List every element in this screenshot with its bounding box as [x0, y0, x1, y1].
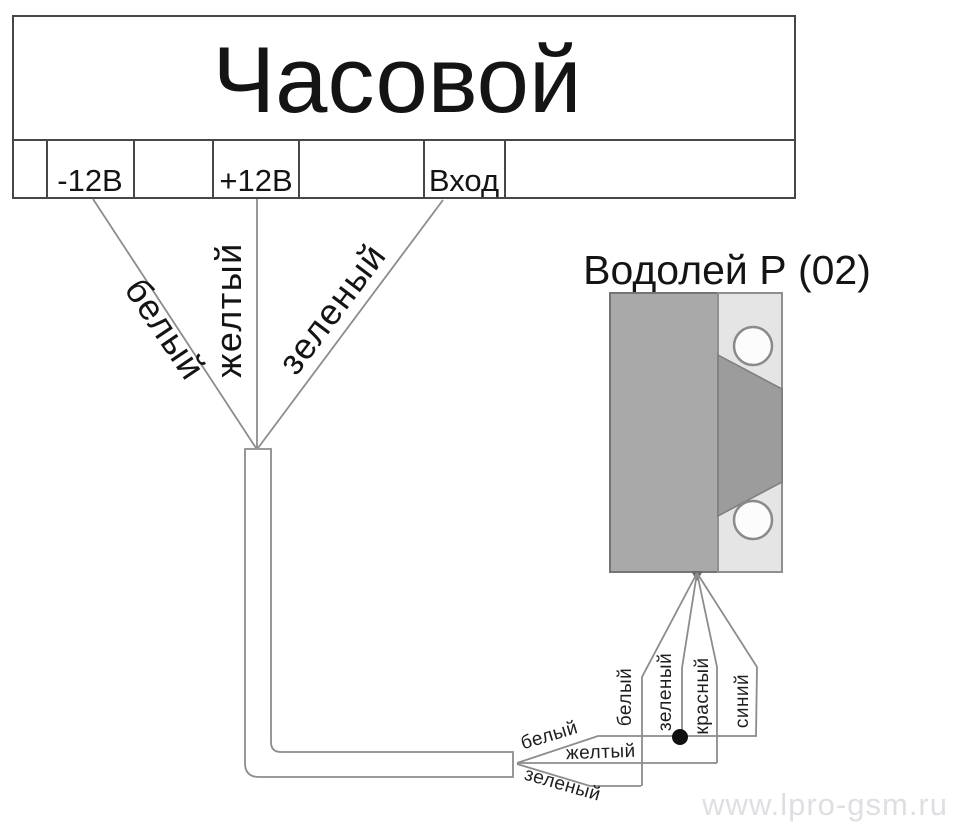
sensor-wire-blue [696, 572, 758, 737]
cable-wire-green [516, 763, 641, 787]
sensor-body [609, 292, 719, 573]
terminal-label-minus12: -12В [57, 163, 122, 198]
cable-wire-label-green: зеленый [522, 764, 603, 806]
sensor-wire-label-blue: синий [732, 674, 753, 728]
device-panel-box [12, 15, 796, 199]
terminal-box-plus12 [212, 139, 300, 199]
sensor-magnet-shape [717, 353, 783, 518]
sensor-title: Водолей Р (02) [583, 247, 871, 293]
sensor-screw-hole-bottom [732, 499, 774, 541]
sensor-wire-label-white: белый [615, 668, 636, 726]
terminal-label-input: Вход [429, 163, 499, 198]
panel-wire-label-green: зеленый [270, 235, 394, 381]
device-title: Часовой [213, 27, 582, 132]
sensor-screw-hole-top [732, 325, 774, 367]
terminal-label-plus12: +12В [219, 163, 292, 198]
cable-wire-label-yellow: желтый [566, 741, 636, 764]
sensor-wire-label-red: красный [692, 657, 713, 734]
junction-dot [672, 729, 688, 745]
terminal-box-input [423, 139, 506, 199]
sensor-wire-red [696, 572, 718, 763]
sensor-wire-green [681, 572, 698, 737]
panel-wire-label-yellow: желтый [208, 242, 249, 377]
cable-wire-white [516, 735, 757, 764]
watermark-text: www.lpro-gsm.ru [701, 787, 948, 822]
sensor-wire-white [641, 572, 698, 786]
panel-wire-label-white: белый [117, 270, 214, 387]
panel-wire-white [92, 198, 257, 449]
panel-wire-green [257, 199, 444, 449]
sensor-wire-label-green: зеленый [655, 653, 676, 731]
terminal-box-minus12 [46, 139, 135, 199]
cable-sleeve [244, 448, 514, 778]
